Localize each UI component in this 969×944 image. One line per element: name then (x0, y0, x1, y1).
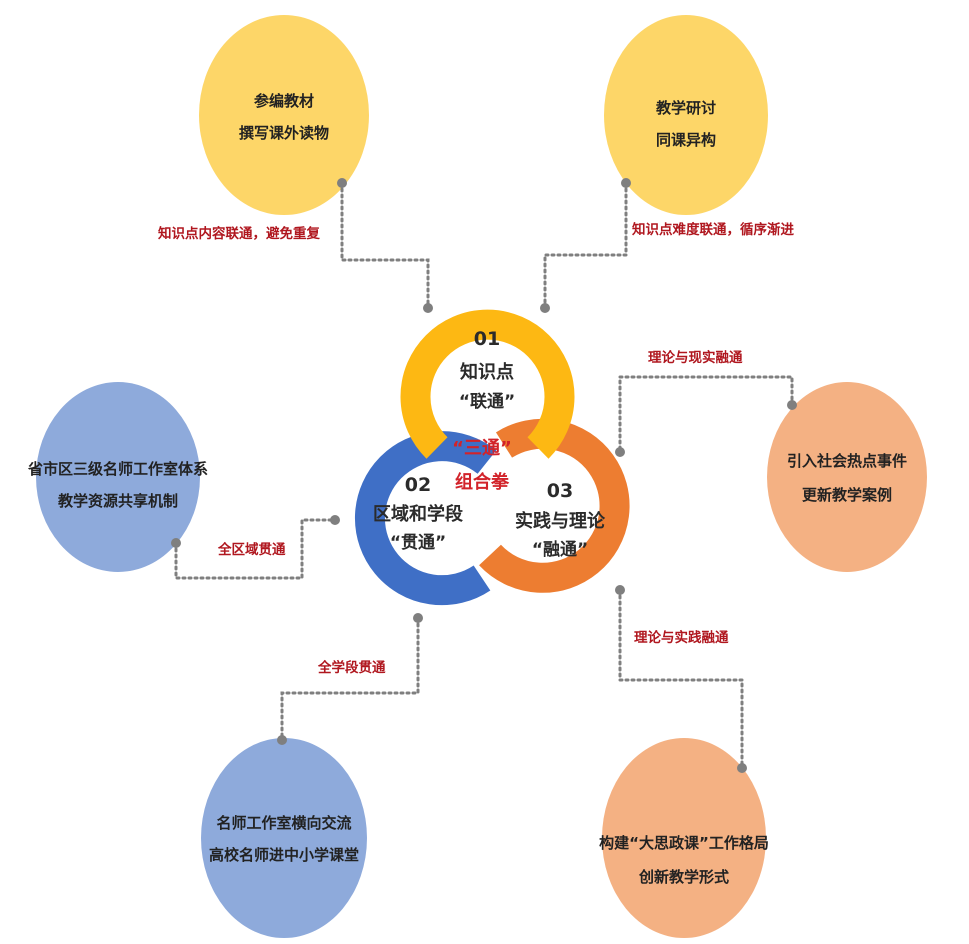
ring-region-number: 02 (404, 474, 432, 496)
connector-label-mid-left: 全区域贯通 (218, 542, 286, 558)
connector-mid-left (174, 518, 337, 580)
connector-top-left (340, 181, 430, 310)
connector-bottom-left (280, 616, 420, 742)
connector-dot (615, 585, 625, 595)
bottom-right-bubble-line1: 构建“大思政课”工作格局 (599, 834, 769, 852)
top-left-bubble-shape (199, 15, 369, 215)
ring-knowledge (400, 309, 575, 459)
mid-left-bubble-line1: 省市区三级名师工作室体系 (27, 460, 208, 478)
connector-label-top-left: 知识点内容联通，避免重复 (158, 226, 320, 242)
center-title-line2: 组合拳 (455, 472, 509, 493)
top-right-bubble-line1: 教学研讨 (655, 99, 716, 117)
connector-label-mid-right: 理论与现实融通 (648, 350, 743, 366)
mid-right-bubble-shape (767, 382, 927, 572)
connector-dot (171, 538, 181, 548)
connector-dot (621, 178, 631, 188)
ring-region-title: 区域和学段 (373, 504, 463, 525)
connector-dot (540, 303, 550, 313)
ring-practice-title: 实践与理论 (515, 511, 605, 532)
bottom-left-bubble-line2: 高校名师进中小学课堂 (208, 846, 359, 864)
connector-mid-right (618, 375, 794, 454)
connector-dot (615, 447, 625, 457)
bottom-right-bubble-shape (602, 738, 766, 938)
top-left-bubble-line1: 参编教材 (253, 92, 314, 110)
mid-left-bubble-line2: 教学资源共享机制 (57, 492, 178, 510)
ring-practice-number: 03 (546, 480, 574, 502)
connector-dot (330, 515, 340, 525)
connector-dot (423, 303, 433, 313)
top-left-bubble-line2: 撰写课外读物 (238, 124, 329, 142)
ring-knowledge-subtitle: “联通” (458, 392, 516, 412)
connector-dot (787, 400, 797, 410)
connector-dot (277, 735, 287, 745)
mid-right-bubble-line2: 更新教学案例 (801, 486, 892, 504)
center-title-line1: “三通” (452, 438, 512, 459)
connector-label-top-right: 知识点难度联通，循序渐进 (632, 222, 794, 238)
bottom-left-bubble-shape (201, 738, 367, 938)
connector-dot (337, 178, 347, 188)
ring-region-subtitle: “贯通” (389, 533, 447, 553)
connector-label-bottom-left: 全学段贯通 (318, 660, 386, 676)
bottom-left-bubble-line1: 名师工作室横向交流 (216, 814, 352, 832)
ring-knowledge-title: 知识点 (460, 362, 514, 383)
mid-right-bubble-line1: 引入社会热点事件 (786, 452, 907, 470)
connector-bottom-right (618, 588, 744, 770)
ring-region (354, 431, 497, 606)
top-right-bubble-shape (604, 15, 768, 215)
ring-knowledge-number: 01 (473, 328, 501, 350)
connector-label-bottom-right: 理论与实践融通 (634, 630, 729, 646)
connector-dot (413, 613, 423, 623)
connector-top-right (543, 181, 628, 310)
ring-practice-subtitle: “融通” (531, 540, 589, 560)
connector-dot (737, 763, 747, 773)
bottom-right-bubble-line2: 创新教学形式 (638, 868, 729, 886)
mid-left-bubble-shape (36, 382, 200, 572)
top-right-bubble-line2: 同课异构 (655, 131, 716, 149)
